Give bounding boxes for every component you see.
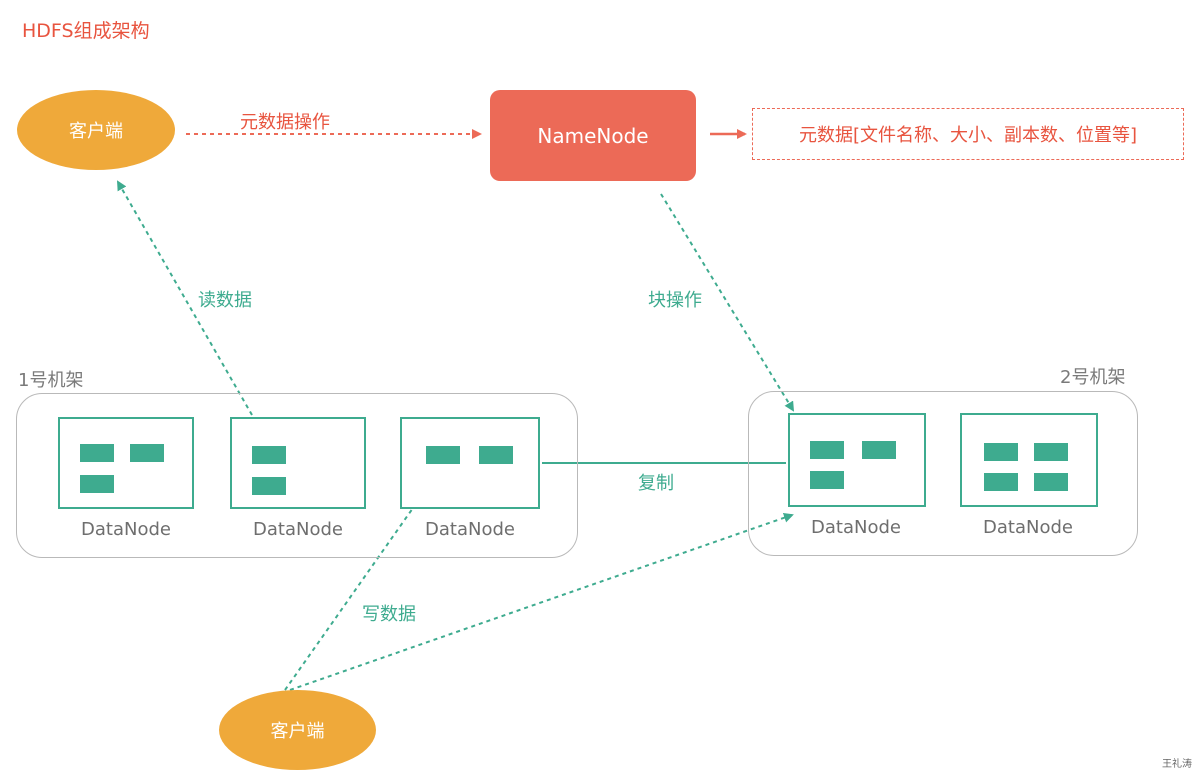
write-arrow-rack2: [289, 512, 794, 691]
block-op-arrow: [660, 193, 795, 412]
data-block: [426, 446, 460, 464]
data-block: [1034, 473, 1068, 491]
metadata-op-label: 元数据操作: [240, 112, 330, 133]
data-block: [810, 471, 844, 489]
rack2-datanode-2-label: DataNode: [983, 517, 1073, 538]
rack1-datanode-2-label: DataNode: [253, 519, 343, 540]
rack2-label: 2号机架: [1060, 367, 1126, 388]
rack1-datanode-1-label: DataNode: [81, 519, 171, 540]
data-block: [252, 446, 286, 464]
rack1-label: 1号机架: [18, 370, 84, 391]
replicate-label: 复制: [638, 473, 674, 494]
namenode-box: NameNode: [490, 90, 696, 181]
read-label: 读数据: [198, 290, 252, 311]
data-block: [810, 441, 844, 459]
data-block: [130, 444, 164, 462]
rack2-datanode-2: [960, 413, 1098, 507]
rack1-datanode-1: [58, 417, 194, 509]
data-block: [479, 446, 513, 464]
rack1: [16, 393, 578, 558]
data-block: [984, 473, 1018, 491]
data-block: [862, 441, 896, 459]
rack2-datanode-1-label: DataNode: [811, 517, 901, 538]
rack1-datanode-2: [230, 417, 366, 509]
write-label: 写数据: [362, 604, 416, 625]
client-top: 客户端: [17, 90, 175, 170]
data-block: [80, 475, 114, 493]
diagram-title: HDFS组成架构: [22, 20, 150, 42]
watermark: 王礼涛: [1162, 759, 1192, 770]
data-block: [252, 477, 286, 495]
data-block: [80, 444, 114, 462]
client-bottom: 客户端: [219, 690, 376, 770]
metadata-box: 元数据[文件名称、大小、副本数、位置等]: [752, 108, 1184, 160]
block-op-label: 块操作: [648, 290, 702, 311]
rack1-datanode-3: [400, 417, 540, 509]
rack1-datanode-3-label: DataNode: [425, 519, 515, 540]
write-arrow-rack1: [284, 496, 422, 691]
data-block: [1034, 443, 1068, 461]
rack2: [748, 391, 1138, 556]
data-block: [984, 443, 1018, 461]
rack2-datanode-1: [788, 413, 926, 507]
